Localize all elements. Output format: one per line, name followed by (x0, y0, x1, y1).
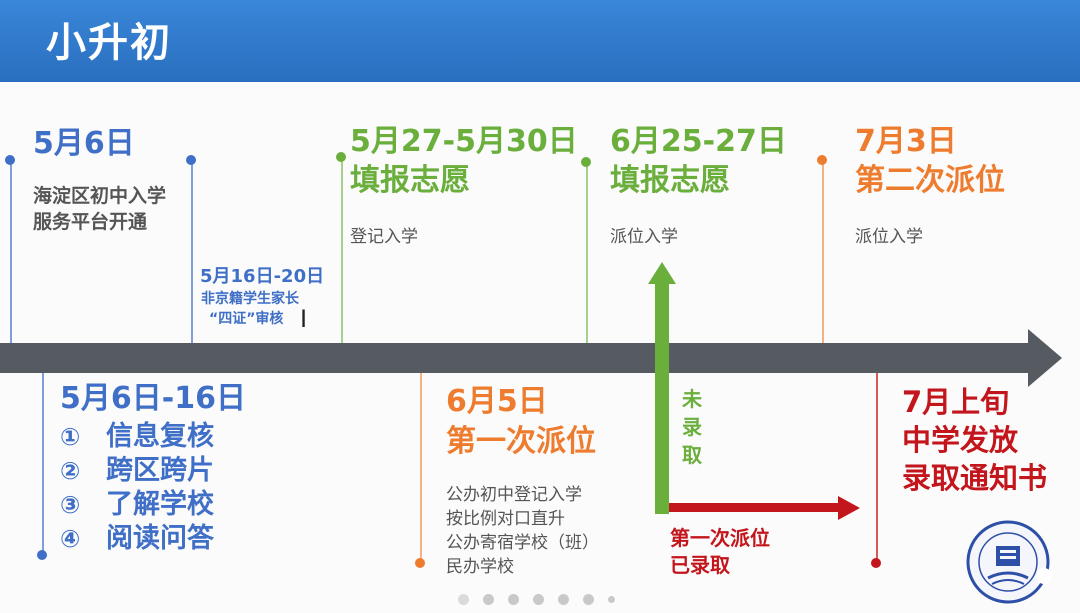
event-line-e3 (341, 157, 343, 343)
event-desc-e1-line1: 海淀区初中入学 (33, 185, 167, 207)
event-desc-e3: 登记入学 (350, 227, 418, 247)
slide-pager (458, 594, 615, 605)
event-desc-e2-line1: 非京籍学生家长 (201, 291, 299, 307)
event-date-e4: 6月25-27日 (610, 124, 787, 159)
checklist-label: 阅读问答 (106, 523, 214, 554)
event-desc-e2-line2: “四证”审核 (209, 311, 284, 327)
event-dot-b2 (415, 558, 425, 568)
event-title-e3: 填报志愿 (350, 163, 470, 198)
header-bar: 小升初 (0, 0, 1080, 82)
event-date-e3: 5月27-5月30日 (350, 124, 578, 159)
not-admitted-char: 录 (682, 415, 702, 439)
event-b3-line1: 7月上旬 (902, 385, 1010, 419)
admitted-label-line1: 第一次派位 (670, 526, 770, 550)
step-number-icon: ③ (60, 491, 81, 519)
pager-dot[interactable] (583, 594, 594, 605)
not-admitted-arrow (655, 282, 669, 514)
event-date-b1: 5月6日-16日 (60, 381, 246, 416)
pager-dot[interactable] (608, 596, 615, 603)
event-line-e4 (586, 162, 588, 343)
event-date-e2: 5月16日-20日 (200, 266, 325, 287)
timeline-arrowhead (1028, 329, 1062, 387)
checklist-item: ② 跨区跨片 (60, 454, 214, 488)
checklist-label: 信息复核 (106, 421, 214, 452)
pager-dot[interactable] (558, 594, 569, 605)
event-desc-e5: 派位入学 (855, 227, 923, 247)
timeline-axis (0, 343, 1030, 373)
checklist-label: 了解学校 (106, 489, 214, 520)
event-b3-line3: 录取通知书 (902, 461, 1048, 495)
event-line-e5 (822, 160, 824, 343)
event-dot-e5 (817, 155, 827, 165)
admitted-label-line2: 已录取 (670, 553, 730, 577)
event-line-b2 (420, 373, 422, 561)
event-line-e2 (191, 160, 193, 343)
event-line-b1 (42, 373, 44, 553)
arrow-up-icon (648, 262, 676, 284)
event-title-e4: 填报志愿 (610, 163, 730, 198)
text-cursor-icon: I (300, 305, 308, 333)
not-admitted-char: 取 (682, 443, 702, 467)
event-dot-b3 (871, 558, 881, 568)
event-dot-e4 (581, 157, 591, 167)
event-dot-e3 (336, 152, 346, 162)
checklist-item: ① 信息复核 (60, 420, 214, 454)
event-desc-b2-line1: 公办初中登记入学 (446, 485, 582, 505)
event-desc-b2-line3: 公办寄宿学校（班） (446, 533, 599, 553)
event-title-e5: 第二次派位 (855, 163, 1005, 198)
university-seal-icon (966, 520, 1052, 604)
admitted-arrow (669, 503, 839, 512)
checklist-item: ④ 阅读问答 (60, 522, 214, 556)
not-admitted-char: 未 (682, 387, 702, 411)
event-desc-b2-line2: 按比例对口直升 (446, 509, 565, 529)
step-number-icon: ① (60, 423, 81, 451)
event-date-e5: 7月3日 (855, 124, 957, 159)
not-admitted-label: 未 录 取 (680, 385, 704, 469)
step-number-icon: ④ (60, 525, 81, 553)
event-desc-e4: 派位入学 (610, 227, 678, 247)
event-b3-line2: 中学发放 (902, 423, 1019, 457)
pager-dot[interactable] (483, 594, 494, 605)
event-title-b2: 第一次派位 (446, 424, 596, 459)
pager-dot[interactable] (508, 594, 519, 605)
pager-dot[interactable] (458, 594, 469, 605)
event-desc-e1-line2: 服务平台开通 (33, 211, 148, 233)
event-dot-b1 (37, 550, 47, 560)
event-desc-b2-line4: 民办学校 (446, 557, 514, 577)
page-title: 小升初 (46, 20, 172, 66)
event-line-e1 (10, 160, 12, 343)
step-number-icon: ② (60, 457, 81, 485)
checklist: ① 信息复核 ② 跨区跨片 ③ 了解学校 ④ 阅读问答 (60, 420, 214, 556)
event-dot-e1 (5, 155, 15, 165)
event-dot-e2 (186, 155, 196, 165)
arrow-right-icon (838, 496, 860, 520)
event-date-e1: 5月6日 (33, 126, 135, 161)
pager-dot[interactable] (533, 594, 544, 605)
checklist-item: ③ 了解学校 (60, 488, 214, 522)
event-date-b2: 6月5日 (446, 384, 548, 419)
event-line-b3 (876, 373, 878, 561)
checklist-label: 跨区跨片 (106, 455, 214, 486)
